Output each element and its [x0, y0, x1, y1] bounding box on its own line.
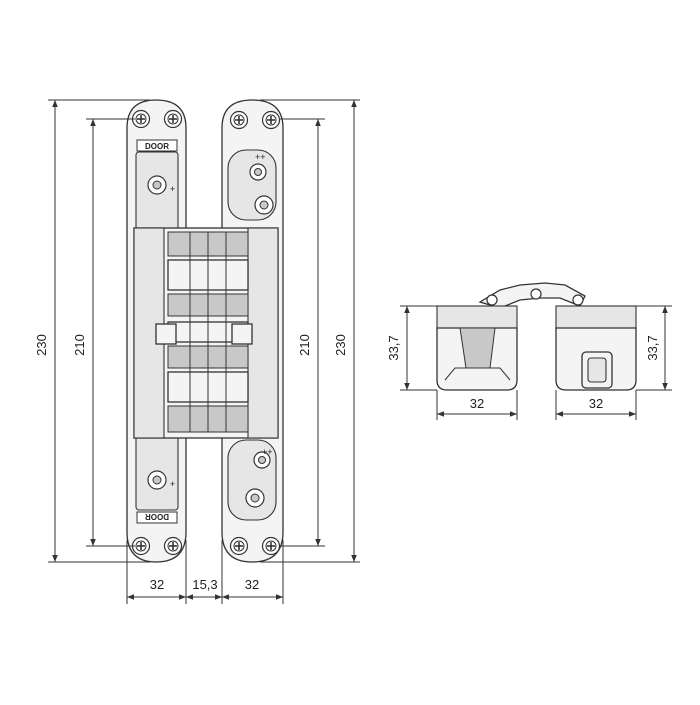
- left-side-block: [436, 305, 518, 391]
- screw-icon: [229, 110, 249, 130]
- dim-right-leaf-width: 32: [245, 577, 259, 592]
- right-hinge-leaf: ++ ++: [221, 99, 284, 563]
- dim-mounting-height-left: 210: [72, 334, 87, 356]
- dim-left-block-width: 32: [470, 396, 484, 411]
- dim-overall-height-right: 230: [333, 334, 348, 356]
- front-view: DOOR DOOR + +: [34, 99, 360, 604]
- hinge-body: [133, 227, 279, 439]
- svg-text:+: +: [170, 479, 175, 489]
- dim-gap-width: 15,3: [192, 577, 217, 592]
- door-marking-bottom: DOOR: [145, 512, 169, 521]
- svg-text:+: +: [170, 184, 175, 194]
- screw-icon: [229, 536, 249, 556]
- dim-right-block-width: 32: [589, 396, 603, 411]
- screw-icon: [131, 109, 151, 129]
- screw-icon: [131, 536, 151, 556]
- screw-icon: [163, 536, 183, 556]
- screw-icon: [261, 536, 281, 556]
- dim-overall-height-left: 230: [34, 334, 49, 356]
- dim-left-leaf-width: 32: [150, 577, 164, 592]
- svg-text:++: ++: [262, 447, 273, 457]
- side-view: 33,7 33,7 32 32: [386, 282, 672, 420]
- dim-mounting-height-right: 210: [297, 334, 312, 356]
- dim-left-block-height: 33,7: [386, 335, 401, 360]
- right-side-block: [555, 305, 637, 391]
- screw-icon: [261, 110, 281, 130]
- svg-text:++: ++: [255, 152, 266, 162]
- dim-right-block-height: 33,7: [645, 335, 660, 360]
- screw-icon: [163, 109, 183, 129]
- door-marking-top: DOOR: [145, 142, 169, 151]
